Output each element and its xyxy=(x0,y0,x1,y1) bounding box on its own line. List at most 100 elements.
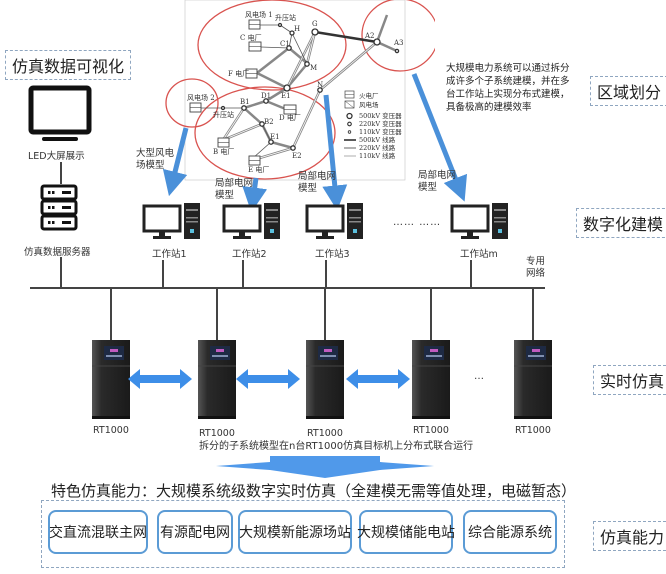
lines-500kv xyxy=(314,30,378,44)
label-grid-model-m: 局部电网模型 xyxy=(418,170,457,193)
label-d: D 电厂 xyxy=(279,113,301,122)
server-label: 仿真数据服务器 xyxy=(24,247,91,258)
simulator-bus-link xyxy=(216,289,218,341)
region-circle-wind2 xyxy=(165,78,219,128)
node-substation-2 xyxy=(220,105,226,111)
label-a2: A2 xyxy=(364,32,375,40)
node-g xyxy=(311,28,319,36)
label-m: M xyxy=(310,64,317,72)
region-description: 大规模电力系统可以通过拆分成许多个子系统建模，并在多台工作站上实现分布式建模，具… xyxy=(446,63,570,113)
label-e1: E1 xyxy=(270,133,280,141)
capability-box-5: 综合能源系统 xyxy=(463,510,557,554)
label-b: B 电厂 xyxy=(213,147,234,156)
node-a3 xyxy=(394,48,400,54)
label-c1: C1 xyxy=(280,40,290,48)
connector-line xyxy=(60,162,62,184)
workstation-icon xyxy=(305,203,363,239)
node-n xyxy=(317,87,323,93)
simulator-label: RT1000 xyxy=(413,425,449,436)
simulator-cabinet-icon xyxy=(92,340,130,419)
svg-text:风电场: 风电场 xyxy=(359,100,379,109)
node-e1-top xyxy=(283,84,291,92)
label-d1: D1 xyxy=(261,92,271,100)
node-e1 xyxy=(268,139,274,145)
workstation-icon xyxy=(450,203,508,239)
capability-box-1: 交直流混联主网 xyxy=(48,510,148,554)
workstation-label: 工作站m xyxy=(460,249,498,260)
workstation-3 xyxy=(305,203,367,247)
double-arrow-3 xyxy=(346,369,410,389)
label-h: H xyxy=(294,25,300,33)
simulator-label: RT1000 xyxy=(307,428,343,439)
svg-text:110kV 线路: 110kV 线路 xyxy=(359,151,396,160)
rt1000-simulator-4 xyxy=(412,340,450,424)
svg-text:火电厂: 火电厂 xyxy=(359,91,379,100)
section-label-digital-modeling: 数字化建模 xyxy=(576,208,666,238)
grid-diagram: 风电场 1 升压站 H G C 电厂 C1 M F 电厂 A2 A3 N E1 … xyxy=(165,0,435,181)
workstation-bus-link xyxy=(242,260,244,287)
rt1000-simulator-3 xyxy=(306,340,344,424)
label-a3: A3 xyxy=(393,39,404,47)
rt1000-simulator-1 xyxy=(92,340,130,424)
label-e1-top: E1 xyxy=(281,92,291,100)
simulator-bus-link xyxy=(430,289,432,341)
workstation-1 xyxy=(142,203,204,247)
workstation-label: 工作站1 xyxy=(152,249,187,260)
label-substation1: 升压站 xyxy=(275,13,296,22)
server-bus-link xyxy=(60,257,62,287)
workstation-label: 工作站3 xyxy=(315,249,350,260)
legend-220kv-transformer-icon xyxy=(347,121,352,127)
distributed-note: 拆分的子系统模型在n台RT1000仿真目标机上分布式联合运行 xyxy=(199,441,474,452)
capability-title: 特色仿真能力：大规模系统级数字实时仿真（全建模无需等值处理，电磁暂态） xyxy=(51,482,577,500)
node-d1 xyxy=(263,98,269,104)
section-label-visualization: 仿真数据可视化 xyxy=(5,50,132,80)
workstation-bus-link xyxy=(162,260,164,287)
label-wind1: 风电场 1 xyxy=(245,10,273,19)
capability-box-2: 有源配电网 xyxy=(157,510,233,554)
label-substation2: 升压站 xyxy=(213,110,234,119)
label-grid-model-3: 局部电网模型 xyxy=(298,171,337,194)
node-m xyxy=(304,61,310,67)
simulator-ellipsis: … xyxy=(474,371,484,382)
simulator-bus-link xyxy=(324,289,326,341)
workstation-bus-link xyxy=(470,260,472,287)
workstation-2 xyxy=(222,203,284,247)
label-wind2: 风电场 2 xyxy=(187,93,215,102)
capability-box-4: 大规模储能电站 xyxy=(357,510,455,554)
simulator-label: RT1000 xyxy=(515,425,551,436)
section-label-realtime-simulation: 实时仿真 xyxy=(593,365,666,395)
svg-text:500kV 变压器: 500kV 变压器 xyxy=(359,111,402,120)
legend-110kv-transformer-icon xyxy=(347,130,352,134)
double-arrow-2 xyxy=(236,369,300,389)
workstation-ellipsis: …… …… xyxy=(393,217,442,228)
simulator-label: RT1000 xyxy=(199,428,235,439)
rt1000-simulator-5 xyxy=(514,340,552,424)
simulator-cabinet-icon xyxy=(412,340,450,419)
region-circle-east xyxy=(361,0,435,72)
workstation-4 xyxy=(450,203,512,247)
simulator-cabinet-icon xyxy=(198,340,236,419)
label-n: N xyxy=(317,81,323,89)
workstation-icon xyxy=(142,203,200,239)
network-bus xyxy=(30,287,545,289)
rt1000-simulator-2 xyxy=(198,340,236,424)
flow-down-arrow xyxy=(216,456,434,478)
server-icon xyxy=(40,184,78,231)
led-display-label: LED大屏展示 xyxy=(28,151,85,162)
svg-text:500kV 线路: 500kV 线路 xyxy=(359,135,396,144)
network-label: 专用网络 xyxy=(526,256,546,279)
lines-110kv xyxy=(201,24,308,159)
label-b1: B1 xyxy=(240,98,250,106)
simulator-bus-link xyxy=(532,289,534,341)
svg-text:110kV 变压器: 110kV 变压器 xyxy=(359,127,402,136)
workstation-icon xyxy=(222,203,280,239)
capability-frame xyxy=(41,500,565,568)
label-f: F 电厂 xyxy=(228,69,249,78)
simulator-cabinet-icon xyxy=(306,340,344,419)
node-c1 xyxy=(286,45,292,51)
node-a2 xyxy=(373,38,381,46)
region-circle-north xyxy=(197,0,347,91)
label-b2: B2 xyxy=(264,118,274,126)
label-g: G xyxy=(312,20,318,28)
label-grid-model-2: 局部电网模型 xyxy=(215,178,254,201)
